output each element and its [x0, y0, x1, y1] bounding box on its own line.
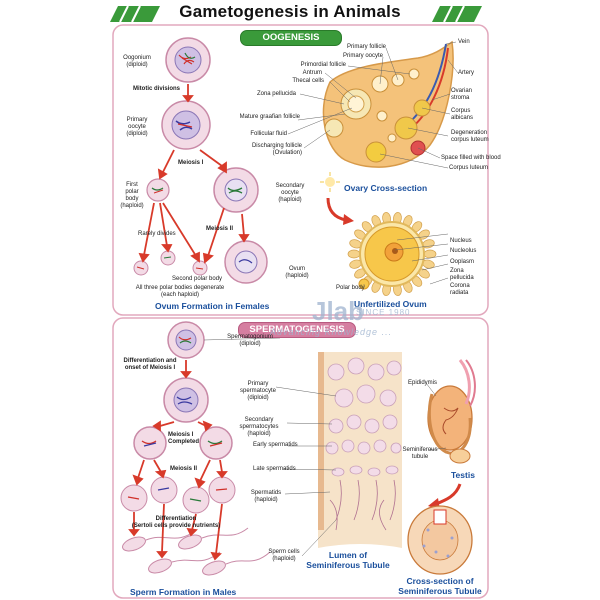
label-secondary-spermatocytes: Secondary spermatocytes (haploid) — [239, 417, 279, 437]
label-epididymis: Epididymis — [408, 380, 438, 386]
ovary-label-left-6: Mature graafian follicle — [239, 114, 300, 120]
label-mitotic-divisions: Mitotic divisions — [133, 86, 181, 92]
ovulation-burst — [320, 172, 340, 192]
ovary-label-right-4: Degeneration corpus luteum — [451, 130, 489, 143]
caption-ovum-formation: Ovum Formation in Females — [155, 301, 270, 311]
ovum-label-4: Corona radiata — [450, 283, 470, 296]
caption-cross-section-tubule: Cross-section of Seminiferous Tubule — [398, 576, 482, 596]
spermatogenesis-lineage — [120, 321, 271, 576]
label-first-polar-body: First polar body (haploid) — [120, 182, 144, 209]
label-late-spermatids: Late spermatids — [253, 466, 296, 472]
label-differentiation-sertoli: Differentiation (Sertoli cells provide n… — [131, 516, 221, 529]
tubule-cross-section-illustration — [407, 505, 473, 575]
unfertilized-ovum-illustration — [347, 212, 449, 296]
label-meiosis-1-completed: Meiosis I Completed — [168, 432, 200, 445]
ovum-label-1: Nucleolus — [450, 248, 477, 254]
oogenesis-lineage — [133, 37, 268, 284]
ovary-label-right-6: Corpus luteum — [449, 165, 489, 171]
label-ovum: Ovum (haploid) — [285, 266, 309, 279]
ovary-label-left-4: Thecal cells — [292, 78, 324, 84]
ovary-label-left-7: Follicular fluid — [250, 131, 287, 137]
caption-unfertilized-ovum: Unfertilized Ovum — [354, 299, 427, 309]
oogenesis-banner: OOGENESIS — [240, 30, 342, 46]
ovary-label-right-0: Vein — [458, 39, 470, 45]
label-meiosis-2: Meiosis II — [206, 226, 234, 232]
caption-ovary-cross-section: Ovary Cross-section — [344, 183, 428, 193]
testis-illustration — [425, 359, 476, 464]
watermark-tagline: Advancing Knowledge ... — [270, 327, 393, 337]
ovary-label-right-5: Space filled with blood — [441, 155, 501, 161]
ovary-label-right-2: Ovarian stroma — [451, 88, 473, 101]
label-all-three-polar: All three polar bodies degenerate (each … — [135, 285, 225, 298]
label-meiosis-2: Meiosis II — [170, 466, 198, 472]
title-stripe-right — [432, 6, 482, 22]
label-polar-body: Polar body — [336, 285, 365, 291]
spermatogenesis-banner: SPERMATOGENESIS — [238, 322, 356, 338]
ovary-label-left-0: Primary follicle — [346, 44, 386, 50]
label-seminiferous-tubule: Seminiferous tubule — [402, 447, 438, 460]
label-oogonium: Oogonium (diploid) — [123, 55, 151, 68]
watermark-brand: Jlab — [312, 296, 365, 326]
ovary-label-right-3: Corpus albicans — [451, 108, 474, 121]
label-sperm-cells: Sperm cells (haploid) — [268, 549, 300, 562]
label-primary-oocyte: Primary oocyte (diploid) — [126, 117, 148, 137]
label-secondary-oocyte: Secondary oocyte (haploid) — [275, 183, 305, 203]
label-rarely-divides: Rarely divides — [138, 231, 176, 237]
ovary-label-left-5: Zona pellucida — [256, 91, 296, 97]
seminiferous-tubule-illustration — [203, 337, 402, 557]
label-primary-spermatocyte: Primary spermatocyte (diploid) — [239, 381, 277, 401]
ovary-label-left-1: Primary oocyte — [342, 53, 383, 59]
caption-testis: Testis — [451, 470, 475, 480]
ovum-label-2: Ooplasm — [450, 259, 475, 265]
ovum-label-3: Zona pellucida — [450, 268, 474, 281]
ovary-label-left-2: Primordial follicle — [300, 62, 346, 68]
ovary-illustration — [287, 40, 459, 169]
caption-lumen: Lumen of Seminiferous Tubule — [306, 550, 390, 570]
label-spermatids: Spermatids (haploid) — [250, 490, 282, 503]
ovary-label-left-8: Discharging follicle (Ovulation) — [251, 143, 302, 156]
label-spermatogonium: Spermatogonium (diploid) — [227, 334, 273, 347]
label-meiosis-1: Meiosis I — [178, 160, 204, 166]
ovary-label-left-3: Antrum — [302, 70, 322, 76]
ovum-label-0: Nucleus — [450, 238, 472, 244]
label-early-spermatids: Early spermatids — [253, 442, 298, 448]
watermark-since: SINCE 1980 — [356, 308, 411, 317]
label-differentiation-onset: Differentiation and onset of Meiosis I — [123, 358, 177, 371]
label-second-polar-body: Second polar body — [172, 276, 223, 282]
caption-sperm-formation: Sperm Formation in Males — [130, 587, 237, 597]
ovary-label-right-1: Artery — [458, 70, 475, 76]
poster-title: Gametogenesis in Animals — [179, 2, 401, 21]
